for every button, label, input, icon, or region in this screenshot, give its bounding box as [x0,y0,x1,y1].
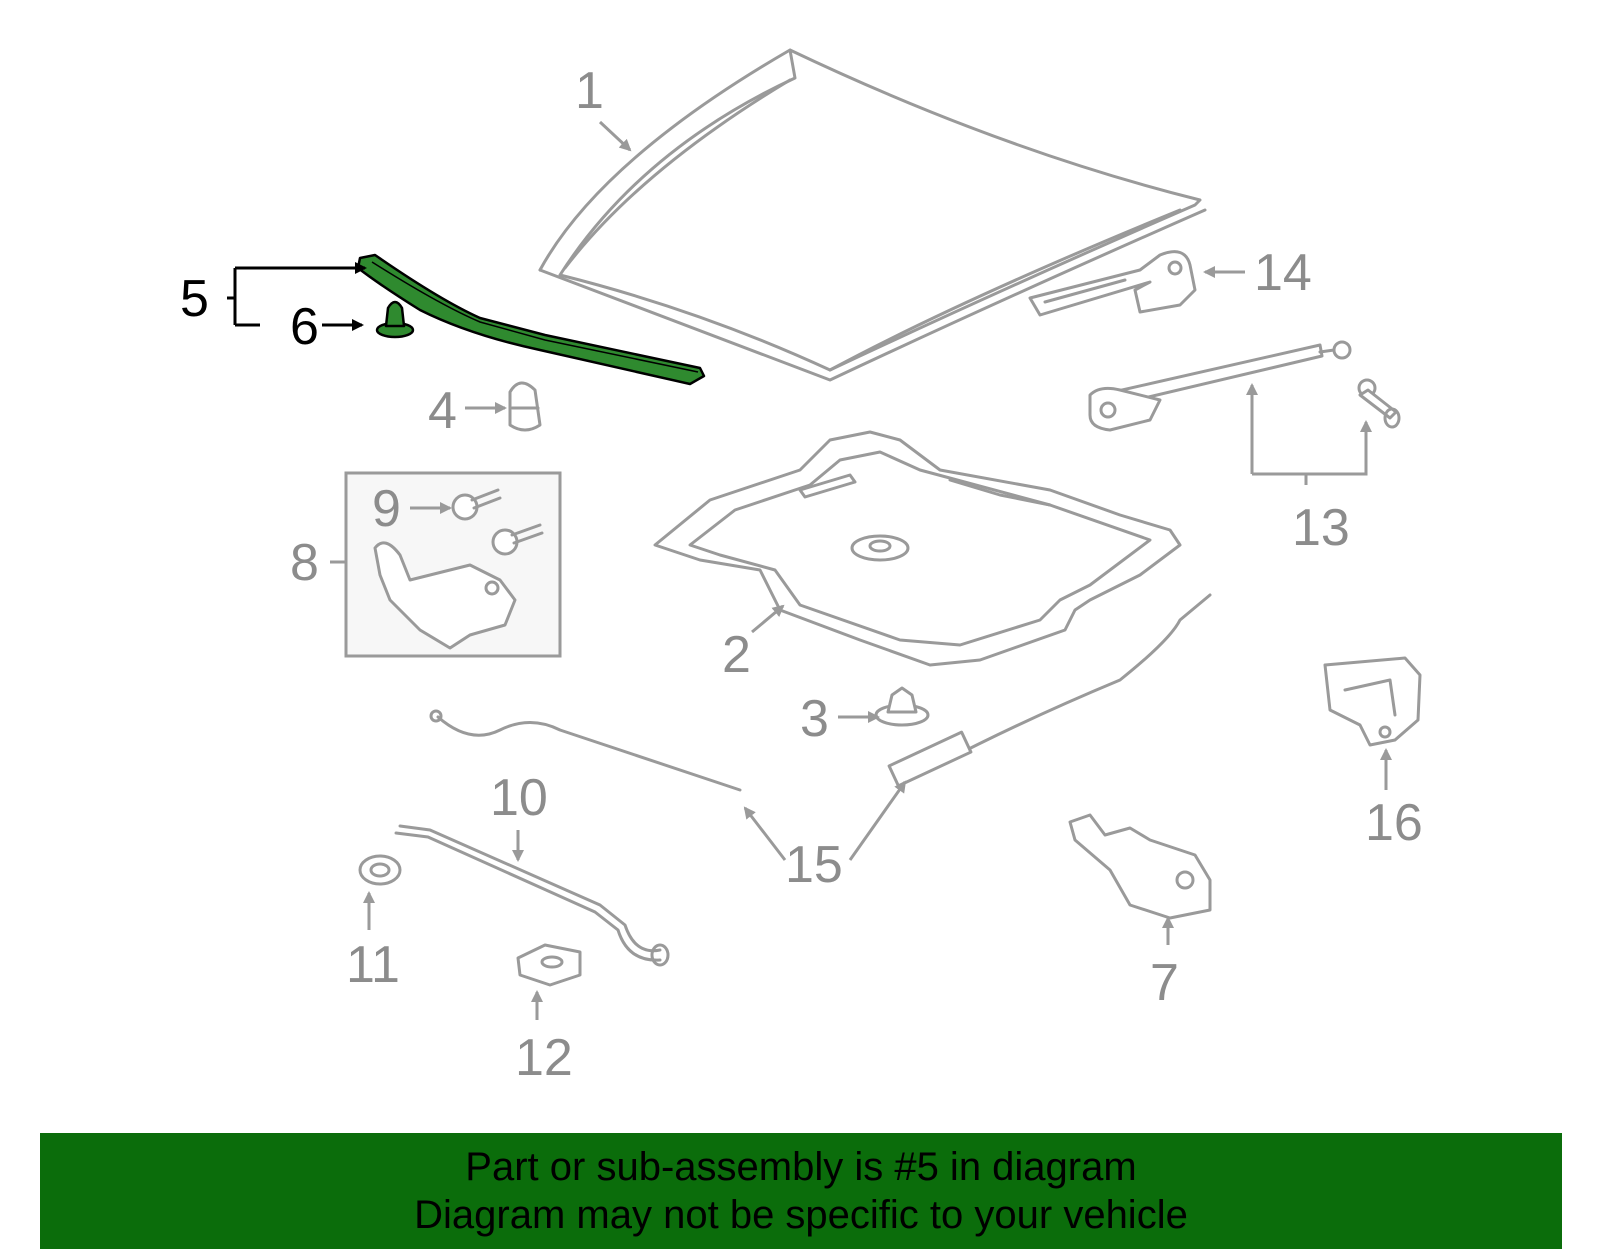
info-banner: Part or sub-assembly is #5 in diagram Di… [40,1133,1562,1249]
grommet[interactable] [358,854,402,886]
callout-11: 11 [346,936,400,994]
banner-line-1: Part or sub-assembly is #5 in diagram [465,1145,1137,1189]
callout-1: 1 [575,62,604,120]
callout-10: 10 [490,769,548,827]
hood-lift-support[interactable] [1088,340,1352,432]
leader-lines [227,120,1392,1020]
callout-16: 16 [1365,794,1423,852]
hood-insulator[interactable] [653,430,1182,667]
hood-bumper[interactable] [508,381,542,432]
prop-rod-holder[interactable] [516,943,582,987]
banner-line-2: Diagram may not be specific to your vehi… [414,1193,1188,1237]
hood-prop-rod[interactable] [394,824,670,967]
callout-8: 8 [290,534,319,592]
callout-12: 12 [515,1029,573,1087]
seal-clip-highlighted[interactable] [375,300,415,339]
callout-7: 7 [1150,954,1179,1012]
callout-9: 9 [372,480,401,538]
callout-2: 2 [722,626,751,684]
bolt[interactable] [451,488,502,521]
insulator-retainer[interactable] [874,686,930,727]
bolt-2[interactable] [491,523,544,556]
release-cable[interactable] [429,593,1212,792]
striker-bracket[interactable] [1323,656,1422,747]
callout-6: 6 [290,298,319,356]
hood-panel[interactable] [538,48,1207,382]
callout-4: 4 [428,382,457,440]
callout-13: 13 [1292,499,1350,557]
callout-3: 3 [800,690,829,748]
hood-hinge[interactable] [1028,250,1197,317]
hood-seal-highlighted[interactable] [356,253,706,386]
callout-15: 15 [785,836,843,894]
callout-5: 5 [180,270,209,328]
parts-diagram: 1 2 3 4 5 6 7 8 9 10 11 12 13 14 15 16 [180,48,1423,1087]
ball-stud[interactable] [1357,378,1401,429]
callout-14: 14 [1254,244,1312,302]
hood-latch[interactable] [1068,813,1212,920]
